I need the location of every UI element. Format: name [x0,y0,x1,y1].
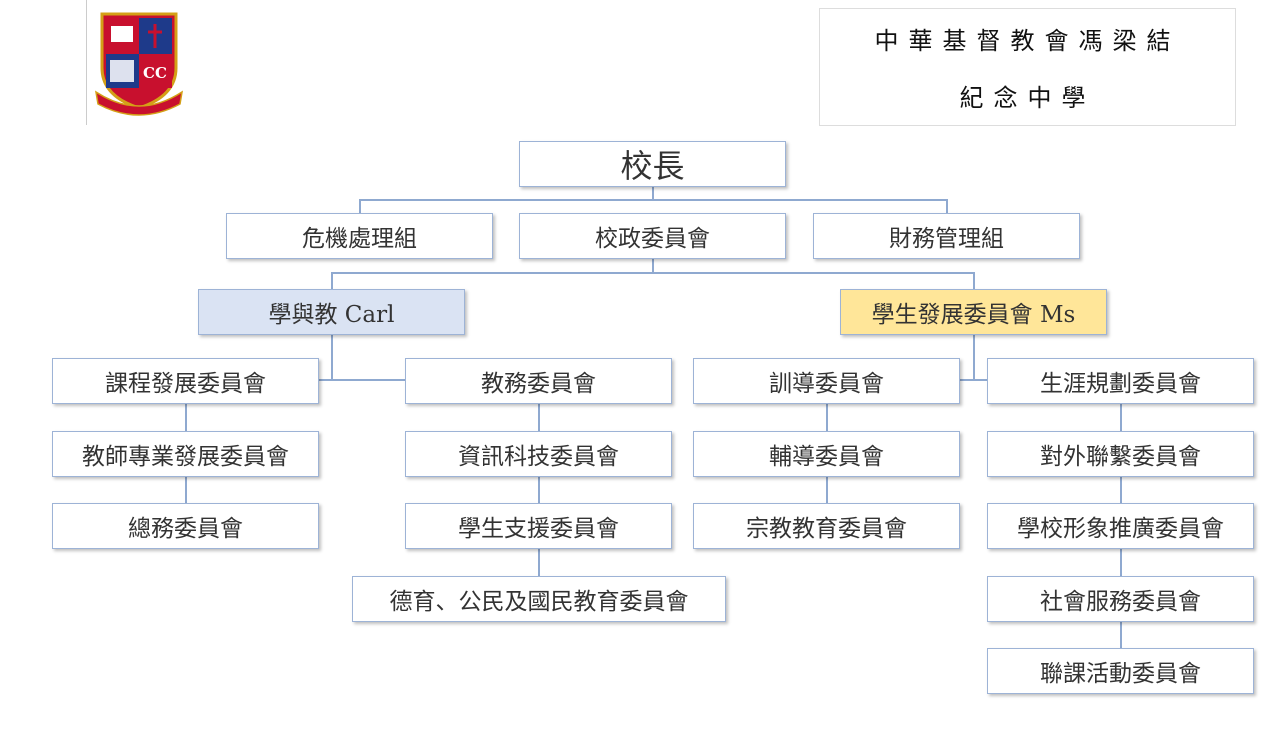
student-development-box[interactable]: 學生發展委員會 Ms [840,289,1107,335]
committee-box[interactable]: 宗教教育委員會 [693,503,960,549]
committee-box[interactable]: 輔導委員會 [693,431,960,477]
committee-box[interactable]: 德育、公民及國民教育委員會 [352,576,726,622]
committee-box[interactable]: 教師專業發展委員會 [52,431,319,477]
connector [331,272,333,289]
school-name-box: 中華基督教會馮梁結 紀念中學 [819,8,1236,126]
school-admin-committee-box[interactable]: 校政委員會 [519,213,786,259]
committee-box[interactable]: 訓導委員會 [693,358,960,404]
header-divider [86,0,87,125]
connector [538,404,540,576]
connector [973,272,975,289]
committee-box[interactable]: 聯課活動委員會 [987,648,1254,694]
connector [960,379,987,381]
committee-box[interactable]: 學校形象推廣委員會 [987,503,1254,549]
committee-box[interactable]: 教務委員會 [405,358,672,404]
school-name-line2: 紀念中學 [959,84,1096,112]
school-crest-logo: CC [94,12,184,116]
connector [946,199,948,213]
principal-box[interactable]: 校長 [519,141,786,187]
committee-box[interactable]: 對外聯繫委員會 [987,431,1254,477]
connector [319,379,405,381]
crisis-team-box[interactable]: 危機處理組 [226,213,493,259]
teaching-learning-box[interactable]: 學與教 Carl [198,289,465,335]
committee-box[interactable]: 課程發展委員會 [52,358,319,404]
committee-box[interactable]: 資訊科技委員會 [405,431,672,477]
connector [973,335,975,381]
connector [359,199,361,213]
committee-box[interactable]: 學生支援委員會 [405,503,672,549]
committee-box[interactable]: 生涯規劃委員會 [987,358,1254,404]
svg-text:CC: CC [143,64,167,82]
committee-box[interactable]: 總務委員會 [52,503,319,549]
committee-box[interactable]: 社會服務委員會 [987,576,1254,622]
connector [652,259,654,273]
connector [652,187,654,200]
school-name-line1: 中華基督教會馮梁結 [874,27,1181,55]
connector [331,272,975,274]
finance-team-box[interactable]: 財務管理組 [813,213,1080,259]
connector [360,199,948,201]
connector [331,335,333,381]
